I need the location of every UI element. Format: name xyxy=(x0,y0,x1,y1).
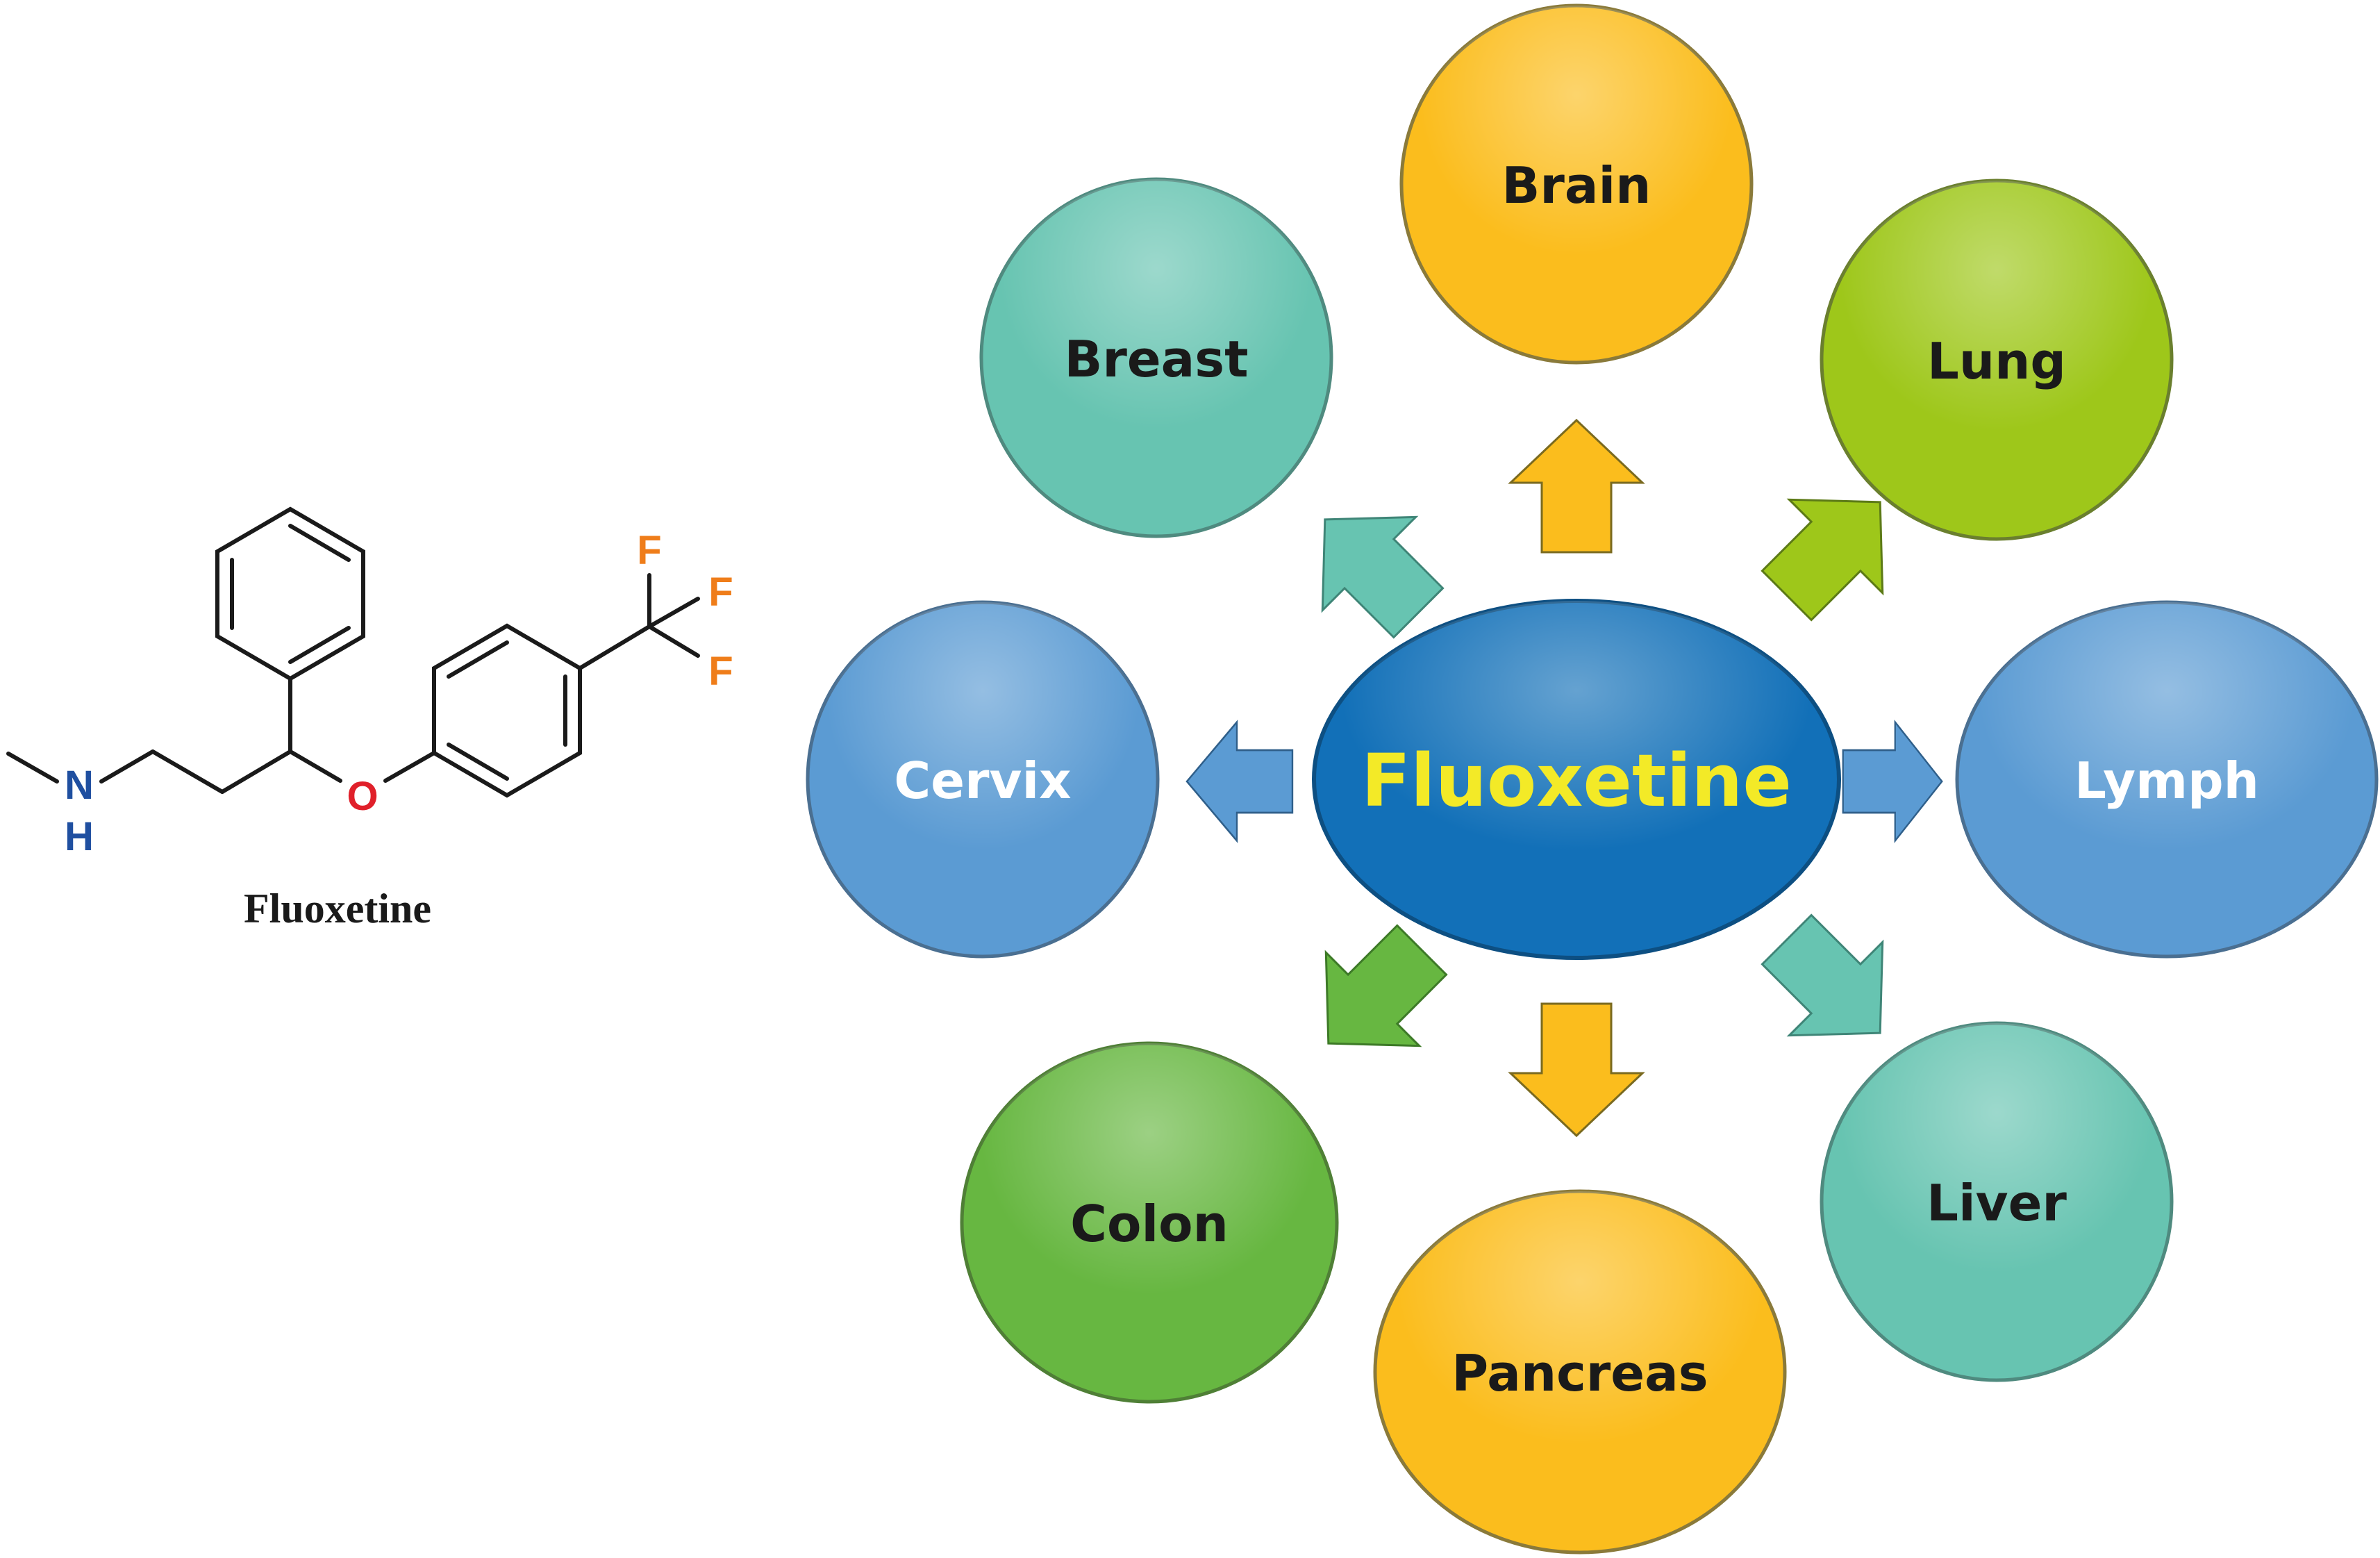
node-label-colon: Colon xyxy=(1070,1195,1229,1253)
molecule-caption: Fluoxetine xyxy=(244,886,431,931)
fluorine-atom-middle: F xyxy=(708,570,733,615)
arrow-to-cervix xyxy=(1185,721,1294,842)
node-label-pancreas: Pancreas xyxy=(1451,1344,1708,1402)
node-label-cervix: Cervix xyxy=(894,752,1071,810)
node-liver: Liver xyxy=(1820,1021,2174,1382)
carbon-chain xyxy=(6,677,436,794)
molecule-structure: N H O F F F Fluoxetine xyxy=(6,506,733,931)
node-colon: Colon xyxy=(960,1041,1339,1404)
aryl-ring xyxy=(432,573,700,798)
nitrogen-atom: N xyxy=(65,763,94,808)
phenyl-ring xyxy=(215,506,365,681)
center-node: Fluoxetine xyxy=(1312,599,1841,960)
node-label-liver: Liver xyxy=(1927,1174,2067,1232)
node-label-lymph: Lymph xyxy=(2074,752,2259,810)
oxygen-atom: O xyxy=(347,774,378,819)
fluorine-atom-top: F xyxy=(637,528,661,573)
node-cervix: Cervix xyxy=(806,600,1160,959)
fluorine-atom-bottom: F xyxy=(708,649,733,694)
hydrogen-atom: H xyxy=(65,814,94,859)
node-pancreas: Pancreas xyxy=(1373,1189,1787,1555)
arrow-to-lymph xyxy=(1842,721,1943,842)
arrow-to-brain xyxy=(1509,419,1644,554)
arrow-to-pancreas xyxy=(1509,1002,1644,1137)
node-lung: Lung xyxy=(1820,179,2174,541)
node-label-breast: Breast xyxy=(1064,330,1248,388)
node-lymph: Lymph xyxy=(1955,600,2379,959)
node-breast: Breast xyxy=(979,177,1333,538)
center-label: Fluoxetine xyxy=(1361,738,1792,823)
node-brain: Brain xyxy=(1399,3,1754,365)
node-label-lung: Lung xyxy=(1927,332,2066,390)
node-label-brain: Brain xyxy=(1502,156,1651,215)
